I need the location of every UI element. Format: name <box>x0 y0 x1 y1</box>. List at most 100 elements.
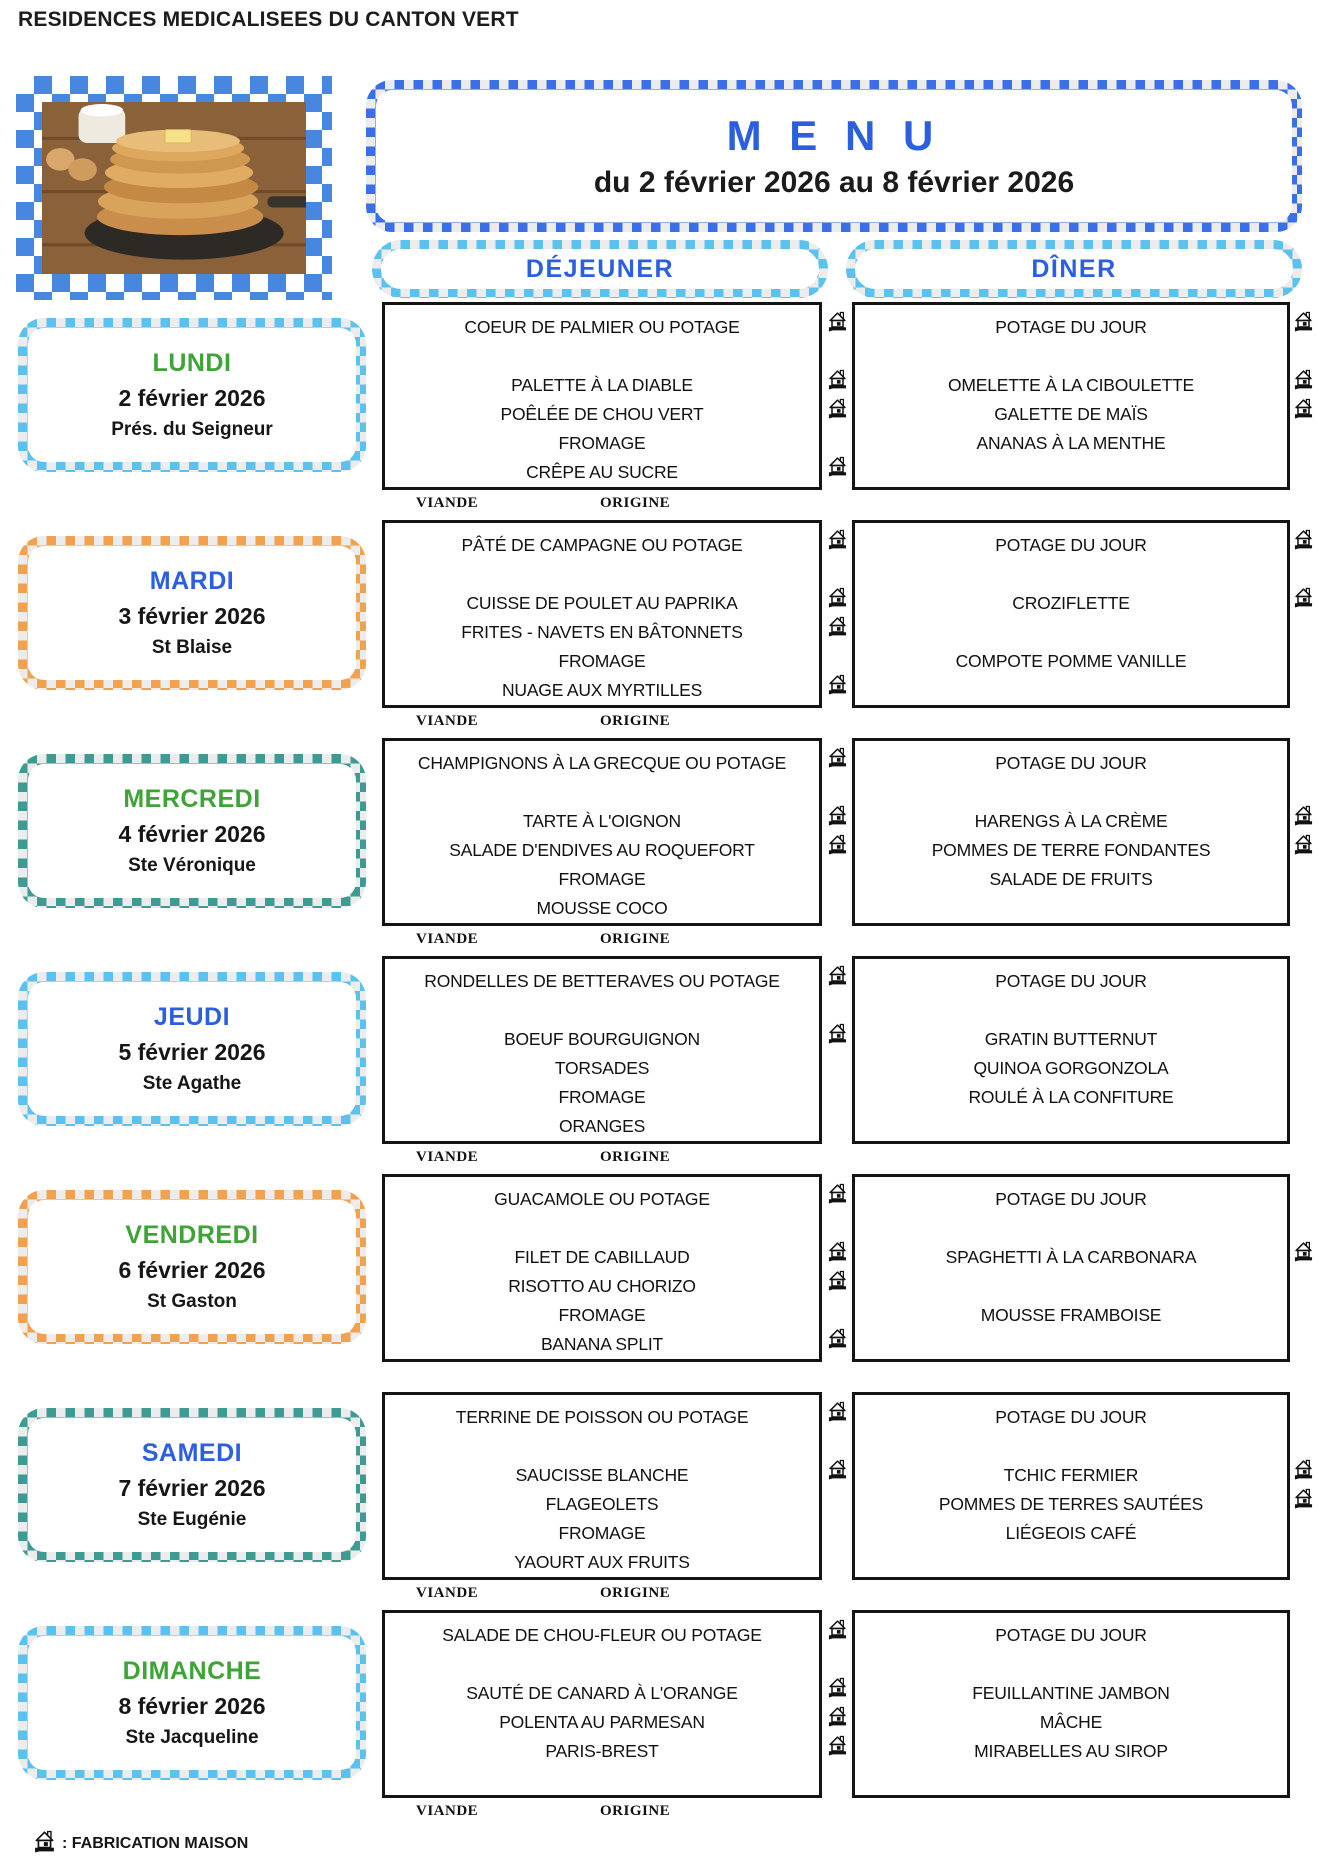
lunch-icon-column <box>822 738 852 923</box>
menu-item: SALADE D'ENDIVES AU ROQUEFORT <box>449 840 755 860</box>
fabrication-maison-icon <box>828 1019 847 1048</box>
dinner-icon-column <box>1290 738 1316 923</box>
menu-item: FROMAGE <box>558 869 646 889</box>
dinner-icon-column <box>1290 1610 1316 1795</box>
fabrication-maison-icon <box>828 1401 846 1422</box>
menu-item <box>863 996 1279 1025</box>
day-saint: Prés. du Seigneur <box>111 419 273 440</box>
day-box: MARDI 3 février 2026 St Blaise <box>18 536 366 690</box>
lunch-icon-column <box>822 520 852 705</box>
menu-item <box>863 458 1279 487</box>
menu-item: POTAGE DU JOUR <box>995 1625 1147 1645</box>
lunch-box: GUACAMOLE OU POTAGE FILET DE CABILLAUD RIS… <box>382 1174 822 1362</box>
menu-item: CROZIFLETTE <box>1012 593 1130 613</box>
menu-item: POMMES DE TERRE FONDANTES <box>931 840 1211 860</box>
viande-label: VIANDE <box>416 713 479 729</box>
lunch-label: DÉJEUNER <box>525 254 675 283</box>
fabrication-maison-icon <box>828 452 847 481</box>
fabrication-maison-icon <box>828 612 847 641</box>
day-saint: Ste Véronique <box>128 855 256 876</box>
menu-item: SPAGHETTI À LA CARBONARA <box>945 1247 1197 1267</box>
fabrication-maison-icon <box>828 743 847 772</box>
menu-item <box>863 560 1279 589</box>
fabrication-maison-icon <box>828 801 847 830</box>
menu-item: FRITES - NAVETS EN BÂTONNETS <box>461 622 743 642</box>
menu-item <box>863 1650 1279 1679</box>
origine-label: ORIGINE <box>600 1149 671 1165</box>
menu-item <box>393 778 811 807</box>
menu-item: GUACAMOLE OU POTAGE <box>494 1189 710 1209</box>
day-box: MERCREDI 4 février 2026 Ste Véronique <box>18 754 366 908</box>
fabrication-maison-icon <box>828 311 846 332</box>
menu-item: POLENTA AU PARMESAN <box>499 1712 705 1732</box>
fabrication-maison-icon <box>828 1237 847 1266</box>
footer-label: : FABRICATION MAISON <box>62 1835 249 1852</box>
fabrication-maison-icon <box>828 307 847 336</box>
menu-item: CUISSE DE POULET AU PAPRIKA <box>466 593 738 613</box>
fabrication-maison-icon <box>828 583 847 612</box>
origine-label: ORIGINE <box>600 495 671 511</box>
menu-item <box>863 894 1279 923</box>
menu-item <box>863 618 1279 647</box>
dinner-icon-column <box>1290 302 1316 487</box>
day-box: JEUDI 5 février 2026 Ste Agathe <box>18 972 366 1126</box>
day-row: MARDI 3 février 2026 St Blaise PÂTÉ DE C… <box>0 520 1318 738</box>
lunch-box: PÂTÉ DE CAMPAGNE OU POTAGE CUISSE DE POUL… <box>382 520 822 708</box>
dinner-icon-column <box>1290 1392 1316 1577</box>
menu-item: TERRINE DE POISSON OU POTAGE <box>455 1407 749 1427</box>
viande-label: VIANDE <box>416 1585 479 1601</box>
menu-item: BANANA SPLIT <box>540 1334 664 1354</box>
menu-item: FROMAGE <box>558 433 646 453</box>
fabrication-maison-icon <box>1294 394 1313 423</box>
menu-item: COEUR DE PALMIER OU POTAGE <box>464 317 740 337</box>
menu-item: COMPOTE POMME VANILLE <box>955 651 1187 671</box>
fabrication-maison-icon <box>1294 834 1312 855</box>
fabrication-maison-icon <box>1294 1488 1312 1509</box>
menu-item: YAOURT AUX FRUITS <box>514 1552 690 1572</box>
day-date: 2 février 2026 <box>118 385 266 411</box>
viande-label: VIANDE <box>416 1149 479 1165</box>
fabrication-maison-icon <box>828 1619 846 1640</box>
fabrication-maison-icon <box>35 1830 54 1853</box>
menu-item: OMELETTE À LA CIBOULETTE <box>947 375 1195 395</box>
menu-header-box: M E N U du 2 février 2026 au 8 février 2… <box>366 80 1302 232</box>
day-saint: St Gaston <box>147 1291 237 1312</box>
menu-item: MOUSSE COCO <box>536 898 668 918</box>
menu-item: RISOTTO AU CHORIZO <box>508 1276 696 1296</box>
fabrication-maison-icon <box>828 1455 847 1484</box>
menu-item: ROULÉ À LA CONFITURE <box>968 1087 1174 1107</box>
menu-item: POTAGE DU JOUR <box>995 1407 1147 1427</box>
menu-item <box>393 1214 811 1243</box>
fabrication-maison-icon <box>828 1241 846 1262</box>
fabrication-maison-icon <box>828 1459 846 1480</box>
menu-item: POTAGE DU JOUR <box>995 317 1147 337</box>
menu-item: POÊLÉE DE CHOU VERT <box>500 404 704 424</box>
fabrication-maison-icon <box>828 394 847 423</box>
menu-item: FILET DE CABILLAUD <box>514 1247 690 1267</box>
menu-item: MOUSSE FRAMBOISE <box>980 1305 1162 1325</box>
day-name: MARDI <box>149 567 235 595</box>
viande-label: VIANDE <box>416 495 479 511</box>
day-name: MERCREDI <box>123 785 261 813</box>
menu-item: TCHIC FERMIER <box>1003 1465 1139 1485</box>
menu-item <box>393 560 811 589</box>
fabrication-maison-icon <box>1294 529 1312 550</box>
menu-title: M E N U <box>726 112 942 159</box>
menu-item: FROMAGE <box>558 1305 646 1325</box>
origin-line: VIANDE ORIGINE <box>382 1144 822 1174</box>
fabrication-maison-icon <box>828 1731 847 1760</box>
menu-item: PÂTÉ DE CAMPAGNE OU POTAGE <box>461 535 743 555</box>
fabrication-maison-icon <box>1294 1459 1312 1480</box>
menu-item: HARENGS À LA CRÈME <box>974 811 1168 831</box>
fabrication-maison-icon <box>828 1324 847 1353</box>
menu-item <box>393 1432 811 1461</box>
fabrication-maison-icon <box>828 1677 846 1698</box>
menu-item: SAUCISSE BLANCHE <box>515 1465 689 1485</box>
menu-item: FEUILLANTINE JAMBON <box>972 1683 1170 1703</box>
menu-item: FROMAGE <box>558 1523 646 1543</box>
